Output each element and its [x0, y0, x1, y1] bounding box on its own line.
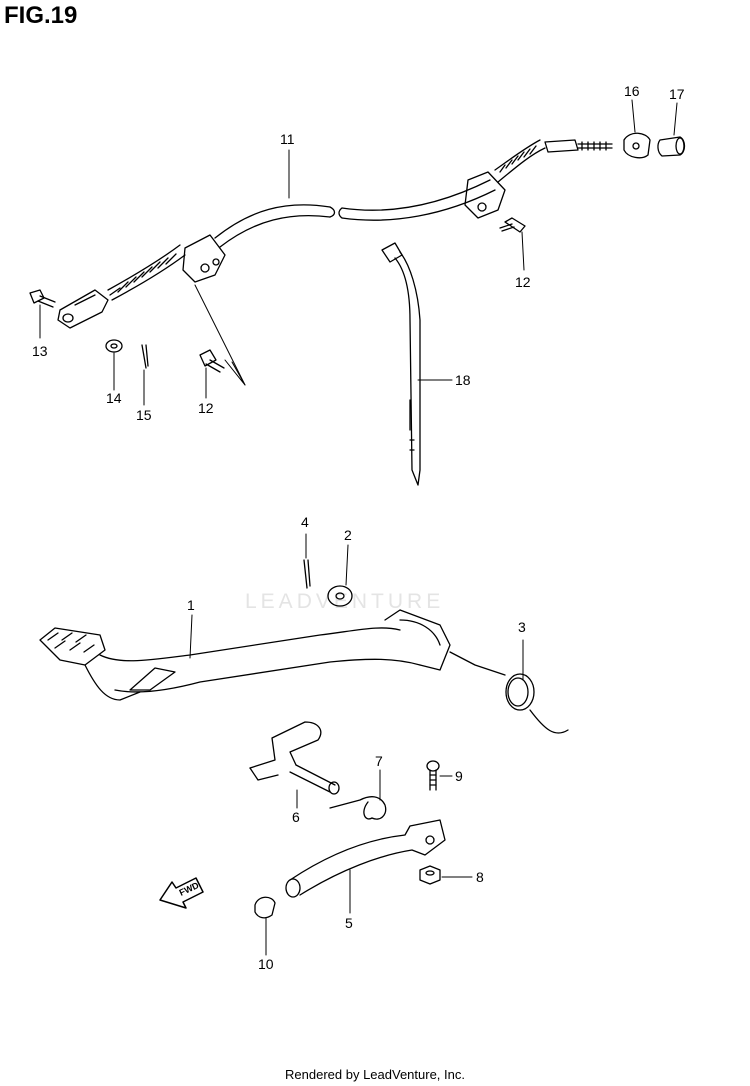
return-spring-3[interactable]	[449, 651, 569, 734]
pin-17[interactable]	[657, 136, 686, 157]
bolt-12-upper[interactable]	[499, 217, 526, 233]
callout-18: 18	[455, 372, 471, 388]
fwd-arrow-icon: FWD	[159, 877, 204, 909]
leader-lines	[39, 99, 678, 956]
callout-15: 15	[136, 407, 152, 423]
callout-16: 16	[624, 83, 640, 99]
cotter-pin-15[interactable]	[141, 344, 149, 369]
callout-9: 9	[455, 768, 463, 784]
pivot-shaft-6[interactable]	[249, 721, 340, 795]
callout-13: 13	[32, 343, 48, 359]
callout-17: 17	[669, 86, 685, 102]
cotter-pin-4[interactable]	[303, 559, 311, 589]
nut-8[interactable]	[419, 865, 441, 885]
screw-9[interactable]	[426, 760, 440, 791]
callout-10: 10	[258, 956, 274, 972]
callout-12-lower: 12	[198, 400, 214, 416]
brake-cable[interactable]	[57, 139, 613, 329]
callout-5: 5	[345, 915, 353, 931]
callout-8: 8	[476, 869, 484, 885]
callout-12-upper: 12	[515, 274, 531, 290]
washer-14[interactable]	[105, 339, 123, 353]
bolt-13[interactable]	[29, 289, 56, 308]
figure-title: FIG.19	[4, 2, 78, 29]
callout-4: 4	[301, 514, 309, 530]
cap-10[interactable]	[254, 896, 276, 919]
cable-tie-18[interactable]	[381, 242, 421, 486]
spring-7[interactable]	[329, 796, 387, 820]
bolt-12-lower[interactable]	[199, 349, 225, 373]
brake-pedal-1[interactable]	[39, 609, 451, 701]
joint-piece-16[interactable]	[623, 132, 651, 159]
watermark-text: LEADVENTURE	[245, 590, 445, 613]
washer-2[interactable]	[327, 585, 353, 607]
callout-2: 2	[344, 527, 352, 543]
footer-credit: Rendered by LeadVenture, Inc.	[285, 1067, 465, 1082]
callout-3: 3	[518, 619, 526, 635]
brake-lever-5[interactable]	[285, 819, 446, 898]
callout-14: 14	[106, 390, 122, 406]
callout-1: 1	[187, 597, 195, 613]
callout-11: 11	[280, 131, 295, 147]
callout-6: 6	[292, 809, 300, 825]
callout-7: 7	[375, 753, 383, 769]
